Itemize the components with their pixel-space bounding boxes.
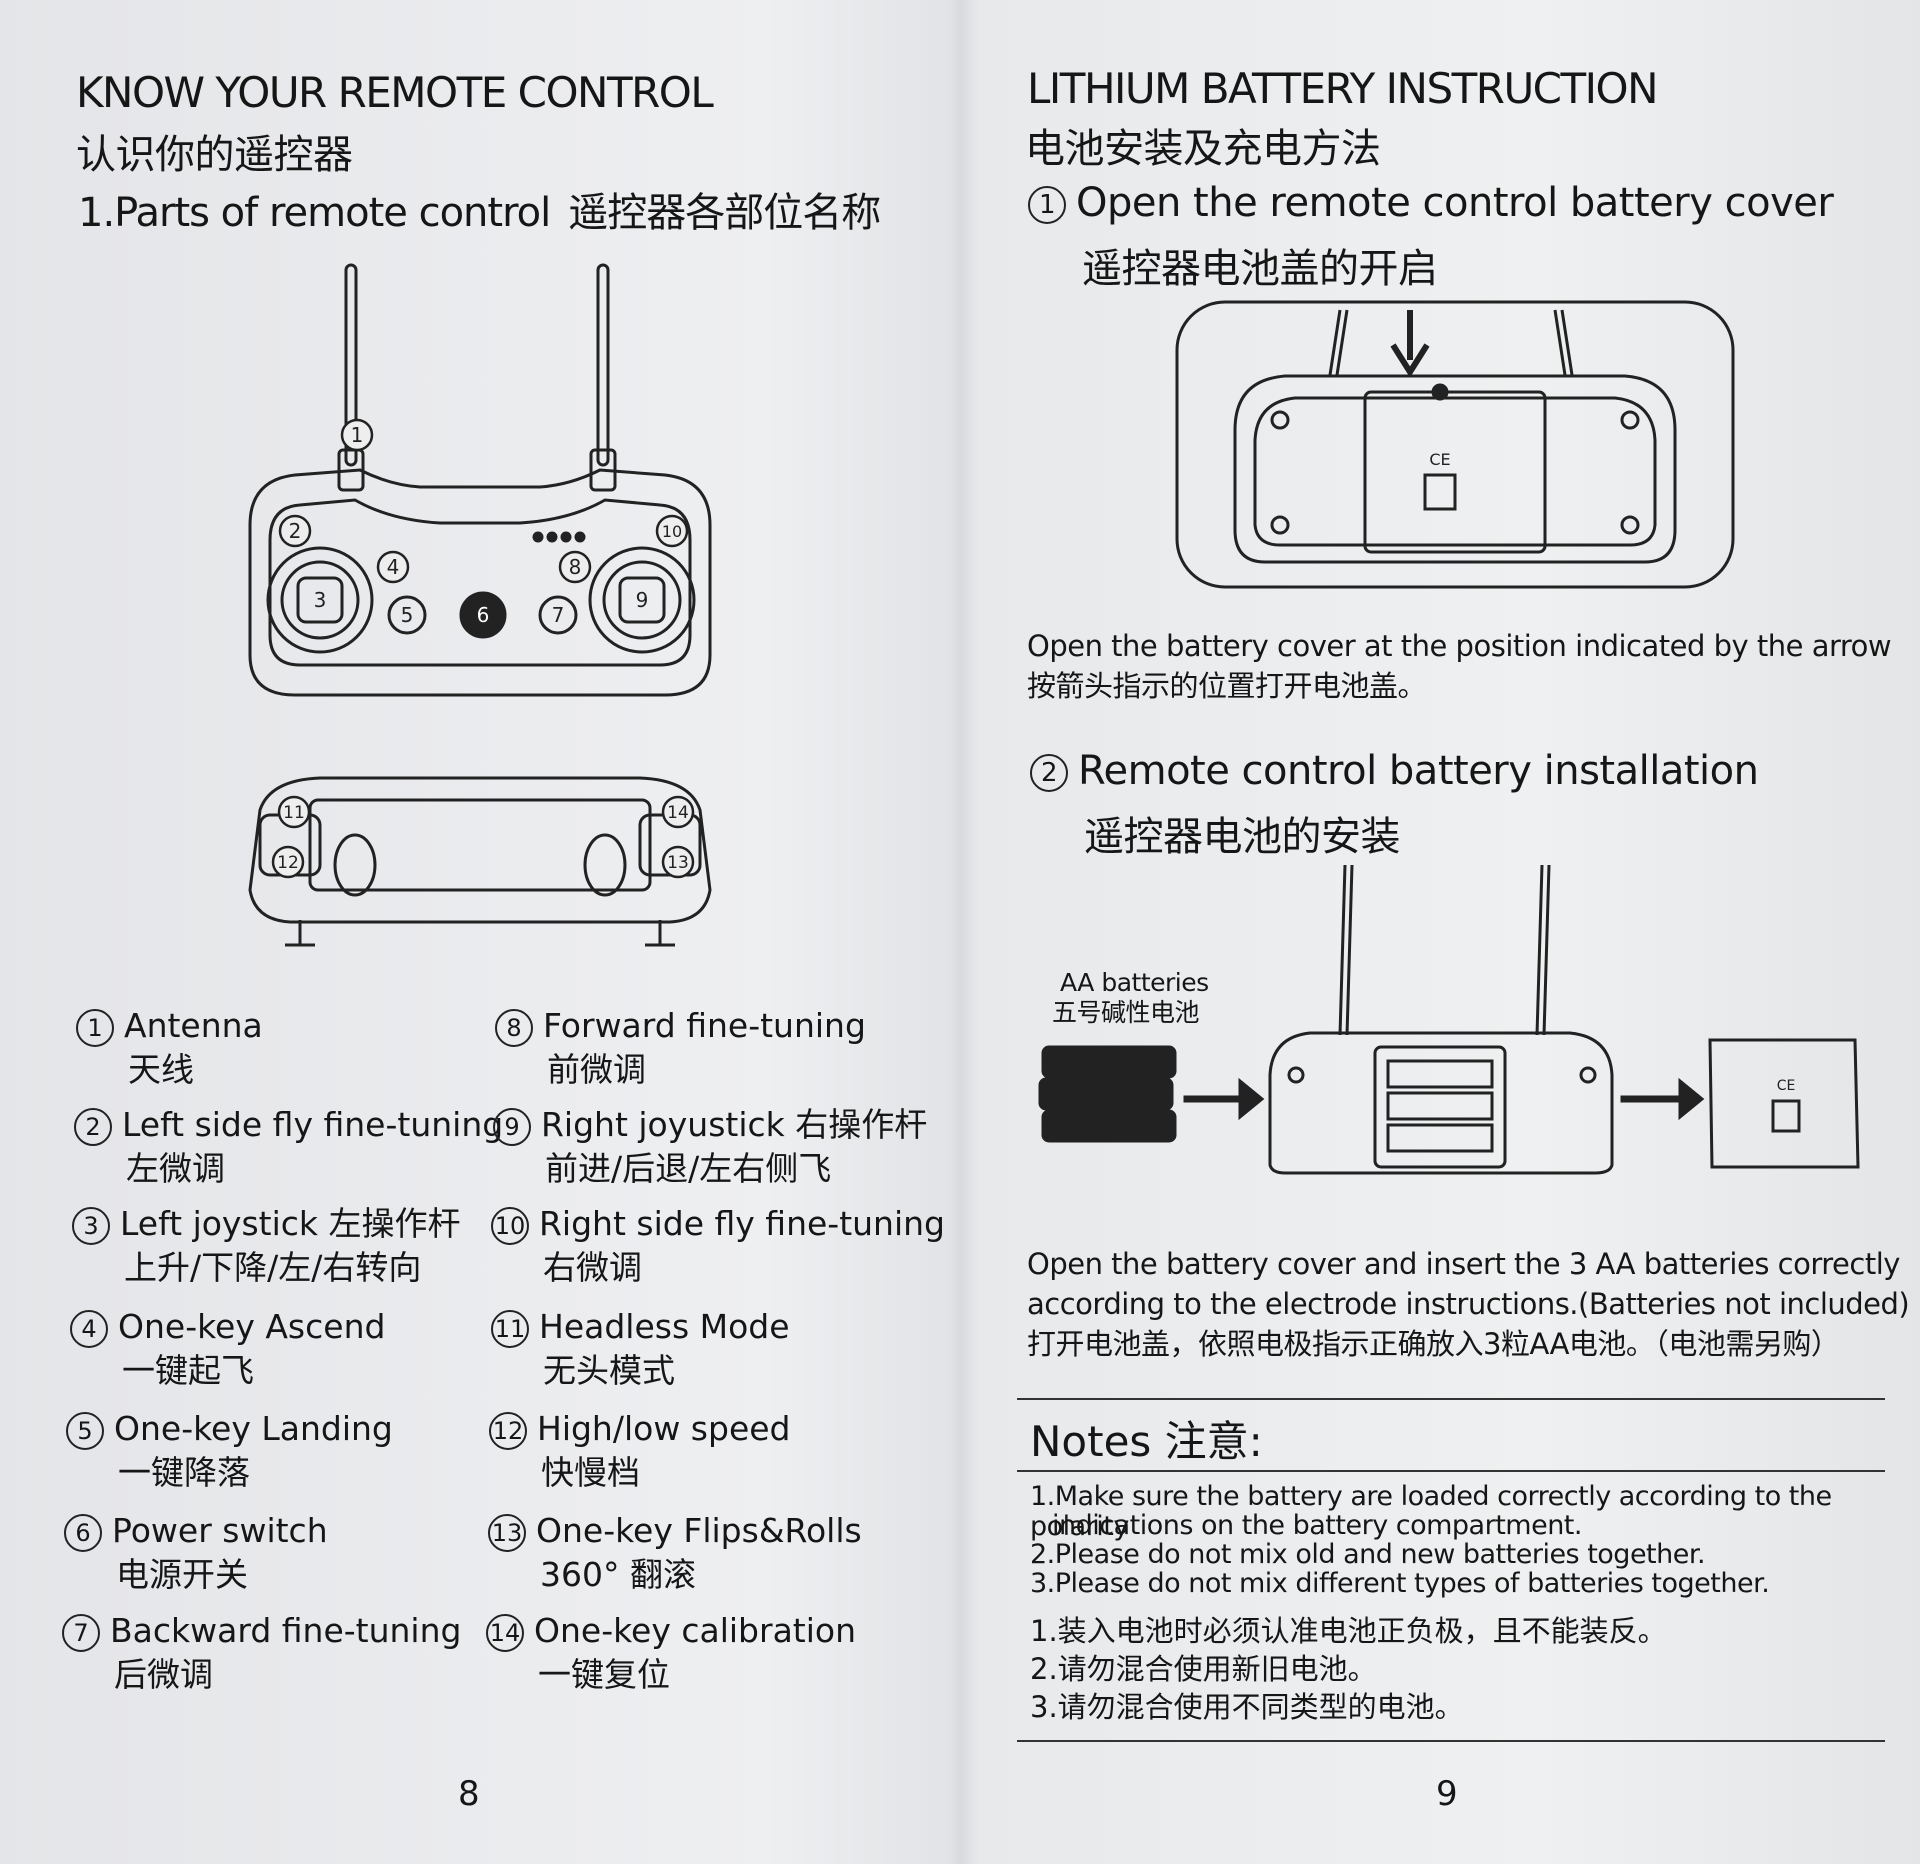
section-heading: 1.Parts of remote control 遥控器各部位名称 (78, 180, 898, 238)
page-title-zh: 认识你的遥控器 (76, 132, 353, 178)
callout-9: 9 (636, 588, 649, 612)
notes-mid-rule (1017, 1470, 1885, 1472)
callout-1: 1 (351, 423, 364, 447)
callout-6: 6 (477, 603, 490, 627)
callout-2: 2 (289, 519, 302, 543)
battery-cell-1: 1.5V "AA" (1083, 1056, 1137, 1069)
battery-cell-2: 1.5V "AA" (1080, 1088, 1134, 1101)
note-en-1: 1.Make sure the battery are loaded corre… (1030, 1481, 1832, 1542)
note-en-1b: indications on the battery compartment. (1052, 1510, 1582, 1541)
remote-front-diagram: 1 2 3 4 5 6 7 8 9 10 (248, 263, 712, 697)
battery-cell-3: 1.5V "AA" (1083, 1120, 1137, 1133)
battery-title-zh: 电池安装及充电方法 (1025, 126, 1381, 172)
note-en-3: 3.Please do not mix different types of b… (1030, 1568, 1770, 1599)
page-number-left: 8 (458, 1774, 480, 1814)
battery-title: LITHIUM BATTERY INSTRUCTION (1027, 64, 1659, 113)
section-heading-zh: 遥控器各部位名称 (568, 190, 881, 236)
callout-14: 14 (667, 803, 689, 823)
callout-11: 11 (283, 803, 305, 823)
callout-7: 7 (552, 603, 565, 627)
callout-8: 8 (569, 555, 582, 579)
step-2-description: Open the battery cover and insert the 3 … (1027, 1247, 1910, 1361)
callout-13: 13 (667, 853, 689, 873)
callout-12: 12 (277, 853, 299, 873)
ce-mark-cover: CE (1777, 1078, 1796, 1094)
section-heading-en: 1.Parts of remote control (78, 190, 551, 236)
aa-batteries-label: AA batteries 五号碱性电池 (1052, 968, 1209, 1027)
page-left: KNOW YOUR REMOTE CONTROL 认识你的遥控器 1.Parts… (0, 0, 955, 1864)
page-number-right: 9 (1436, 1774, 1458, 1814)
note-zh-2: 2.请勿混合使用新旧电池。 (1030, 1652, 1377, 1686)
notes-top-rule (1017, 1398, 1885, 1400)
callout-3: 3 (314, 588, 327, 612)
page-title: KNOW YOUR REMOTE CONTROL (76, 68, 714, 117)
battery-installation-diagram: 1.5V "AA" 1.5V "AA" 1.5V "AA" CE (1038, 864, 1860, 1175)
battery-cover-diagram: CE (1175, 300, 1735, 589)
note-en-2: 2.Please do not mix old and new batterie… (1030, 1539, 1706, 1570)
notes-title: Notes 注意: (1030, 1417, 1263, 1466)
step-1-description: Open the battery cover at the position i… (1027, 629, 1892, 703)
callout-4: 4 (387, 555, 400, 579)
remote-top-diagram: 11 12 13 14 (248, 776, 712, 947)
callout-10: 10 (662, 522, 682, 541)
note-zh-3: 3.请勿混合使用不同类型的电池。 (1030, 1690, 1464, 1724)
ce-mark: CE (1429, 450, 1450, 469)
notes-bottom-rule (1017, 1740, 1885, 1742)
callout-5: 5 (401, 603, 414, 627)
note-zh-1: 1.装入电池时必须认准电池正负极，且不能装反。 (1030, 1614, 1667, 1648)
